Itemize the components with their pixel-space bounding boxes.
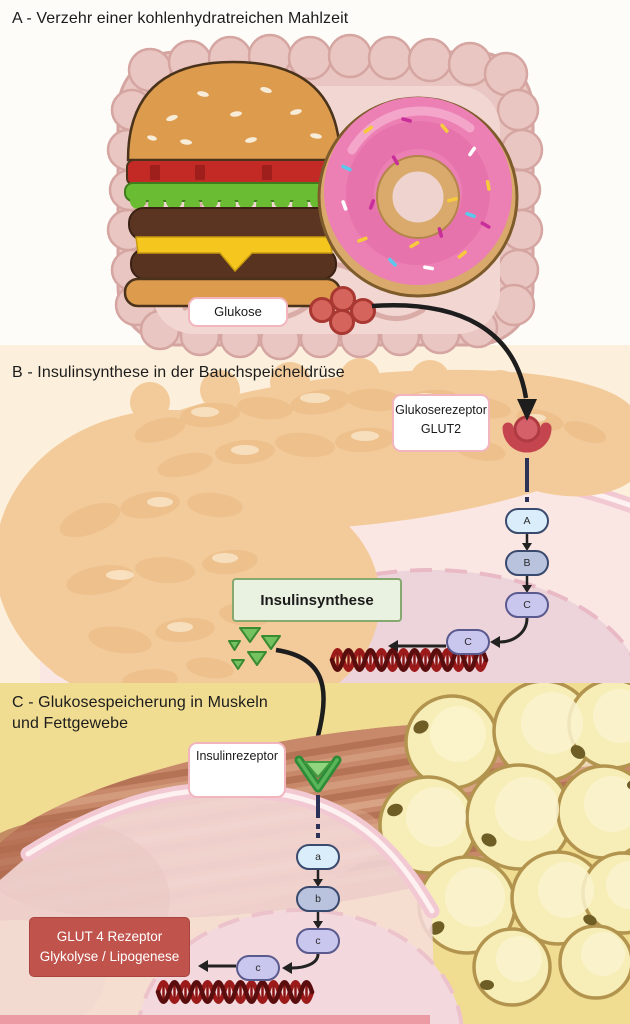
insulin-receptor-icon <box>294 755 342 838</box>
glucose-molecules-icon <box>309 286 376 335</box>
section-a-title: A - Verzehr einer kohlenhydratreichen Ma… <box>12 10 349 27</box>
glut4-result-line1: GLUT 4 Rezeptor <box>56 929 163 945</box>
transcription-arrow-c <box>198 953 320 974</box>
transcription-arrow-b <box>388 617 529 652</box>
donut-illustration <box>317 96 519 298</box>
signal-step-pill-A: A <box>505 508 549 534</box>
signal-step-pill-c: c <box>296 928 340 954</box>
section-c-title-line2: und Fettgewebe <box>12 715 129 733</box>
transcription-factor-pill-c: c <box>236 955 280 981</box>
cascade-arrows-b <box>522 534 532 593</box>
insulin-receptor-label: Insulinrezeptor <box>188 742 286 798</box>
signal-step-pill-b: b <box>296 886 340 912</box>
glucose-label: Glukose <box>188 297 288 327</box>
hamburger-illustration <box>123 60 343 308</box>
glut2-receptor-label-line2: GLUT2 <box>420 421 462 436</box>
dna-helix-c <box>155 980 315 1004</box>
section-c-title: C - Glukosespeicherung in Muskeln und Fe… <box>12 692 342 734</box>
fat-cells-illustration <box>378 683 630 1007</box>
insulin-triangles-icon <box>228 627 281 670</box>
bottom-tissue-strip <box>0 1015 430 1024</box>
signal-step-pill-a: a <box>296 844 340 870</box>
glut2-receptor-label-line1: Glukoserezeptor <box>395 403 487 417</box>
donut-sprinkles <box>341 117 491 271</box>
signal-step-pill-B: B <box>505 550 549 576</box>
glut2-receptor-label: Glukoserezeptor GLUT2 <box>392 394 490 452</box>
section-b-title: B - Insulinsynthese in der Bauchspeichel… <box>12 364 345 381</box>
transcription-factor-pill-b: C <box>446 629 490 655</box>
cascade-arrows-c <box>313 870 323 929</box>
section-c-title-line1: C - Glukosespeicherung in Muskeln <box>12 694 268 711</box>
insulin-synthesis-box: Insulinsynthese <box>232 578 402 622</box>
signal-step-pill-C: C <box>505 592 549 618</box>
glut4-result-box: GLUT 4 Rezeptor Glykolyse / Lipogenese <box>29 917 190 977</box>
glut4-result-line2: Glykolyse / Lipogenese <box>39 949 180 964</box>
glucose-flow-arrow <box>371 303 537 421</box>
